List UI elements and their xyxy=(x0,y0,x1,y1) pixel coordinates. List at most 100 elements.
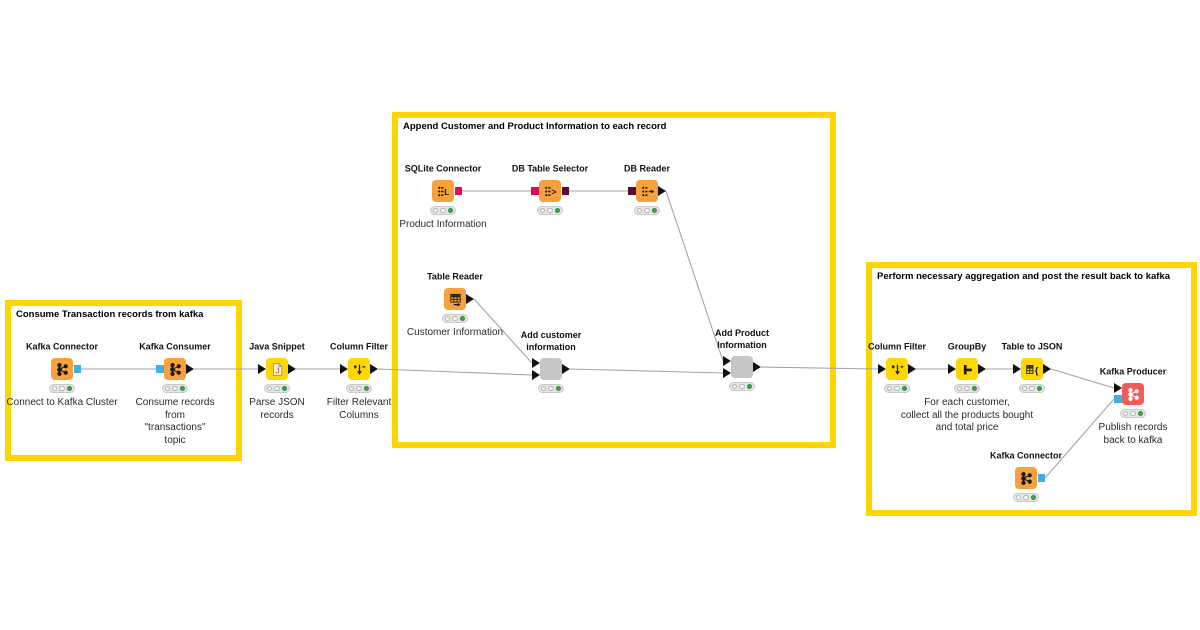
out-port-square[interactable] xyxy=(561,187,569,195)
node-description: Product Information xyxy=(399,219,487,230)
status-dot-off xyxy=(540,385,547,392)
node-label: Table Reader xyxy=(427,271,483,282)
annotation-box-append[interactable]: Append Customer and Product Information … xyxy=(392,112,836,448)
traffic-light xyxy=(442,314,468,323)
out-port-square[interactable] xyxy=(1037,474,1045,482)
node-body[interactable] xyxy=(956,358,978,380)
in-port-triangle[interactable] xyxy=(257,364,266,374)
in-port-triangle[interactable] xyxy=(877,364,886,374)
out-port-square[interactable] xyxy=(73,365,81,373)
in-port-triangle[interactable] xyxy=(722,356,731,366)
node-body[interactable] xyxy=(1122,383,1144,405)
node-label: Column Filter xyxy=(868,341,926,352)
status-dot-green xyxy=(66,385,73,392)
node-label: GroupBy xyxy=(947,341,987,352)
node-body[interactable] xyxy=(348,358,370,380)
node-label: Kafka Connector xyxy=(989,450,1063,461)
node-kafka-connector-2[interactable]: Kafka Connector xyxy=(990,451,1062,502)
colfilter-icon xyxy=(890,362,905,377)
node-body[interactable] xyxy=(540,358,562,380)
status-dot-off xyxy=(731,383,738,390)
in-port-square[interactable] xyxy=(156,365,164,373)
status-dot-green xyxy=(363,385,370,392)
node-label: SQLite Connector xyxy=(404,163,482,174)
out-port-triangle[interactable] xyxy=(186,364,194,374)
in-port-triangle[interactable] xyxy=(1113,383,1122,393)
traffic-light xyxy=(1013,493,1039,502)
status-dot-off xyxy=(440,207,446,214)
traffic-light xyxy=(49,384,75,393)
status-dot-green xyxy=(554,207,561,214)
traffic-light xyxy=(346,384,372,393)
traffic-light xyxy=(430,206,456,215)
status-dot-off xyxy=(539,207,546,214)
out-port-square[interactable] xyxy=(454,187,462,195)
node-table-reader[interactable]: Table Reader Customer Information xyxy=(407,272,503,339)
in-port-square[interactable] xyxy=(531,187,539,195)
status-dot-green xyxy=(179,385,186,392)
status-dot-green xyxy=(447,207,454,214)
node-db-reader[interactable]: DB Reader xyxy=(624,164,670,215)
out-port-triangle[interactable] xyxy=(658,186,666,196)
in-port-square[interactable] xyxy=(1114,395,1122,403)
out-port-triangle[interactable] xyxy=(753,362,761,372)
status-dot-off xyxy=(348,385,355,392)
table-icon xyxy=(448,292,463,307)
out-port-triangle[interactable] xyxy=(1043,364,1051,374)
out-port-triangle[interactable] xyxy=(978,364,986,374)
status-dot-off xyxy=(548,385,554,392)
node-body[interactable] xyxy=(164,358,186,380)
node-body[interactable] xyxy=(636,180,658,202)
status-dot-off xyxy=(547,207,553,214)
node-label: Kafka Producer xyxy=(1099,366,1167,377)
out-port-triangle[interactable] xyxy=(562,364,570,374)
annotation-box-consume[interactable]: Consume Transaction records from kafka xyxy=(5,300,242,461)
node-table-to-json[interactable]: Table to JSON { xyxy=(1002,342,1062,393)
node-body[interactable] xyxy=(444,288,466,310)
node-label: Table to JSON xyxy=(1001,341,1063,352)
out-port-triangle[interactable] xyxy=(288,364,296,374)
in-port-triangle[interactable] xyxy=(722,368,731,378)
node-body[interactable]: > xyxy=(539,180,561,202)
status-dot-green xyxy=(971,385,978,392)
db-read-icon xyxy=(640,184,655,199)
status-dot-green xyxy=(1030,494,1037,501)
status-dot-off xyxy=(886,385,893,392)
node-db-table-selector[interactable]: DB Table Selector> xyxy=(512,164,588,215)
status-dot-green xyxy=(1137,410,1144,417)
node-body[interactable] xyxy=(51,358,73,380)
traffic-light xyxy=(729,382,755,391)
node-body[interactable] xyxy=(1015,467,1037,489)
in-port-triangle[interactable] xyxy=(947,364,956,374)
node-column-filter-2[interactable]: Column Filter xyxy=(868,342,926,393)
node-kafka-connector-1[interactable]: Kafka Connector Connect to Kafka Cluster xyxy=(6,342,117,409)
node-body[interactable] xyxy=(886,358,908,380)
annotation-box-aggregate[interactable]: Perform necessary aggregation and post t… xyxy=(866,262,1197,516)
in-port-triangle[interactable] xyxy=(531,370,540,380)
out-port-triangle[interactable] xyxy=(370,364,378,374)
traffic-light xyxy=(954,384,980,393)
in-port-triangle[interactable] xyxy=(1012,364,1021,374)
status-dot-off xyxy=(356,385,362,392)
out-port-triangle[interactable] xyxy=(466,294,474,304)
in-port-square[interactable] xyxy=(628,187,636,195)
in-port-triangle[interactable] xyxy=(531,358,540,368)
out-port-triangle[interactable] xyxy=(908,364,916,374)
node-body[interactable] xyxy=(731,356,753,378)
node-body[interactable]: J xyxy=(266,358,288,380)
node-body[interactable]: L xyxy=(432,180,454,202)
in-port-triangle[interactable] xyxy=(339,364,348,374)
svg-text:L: L xyxy=(444,187,449,197)
status-dot-off xyxy=(164,385,171,392)
node-body[interactable]: { xyxy=(1021,358,1043,380)
